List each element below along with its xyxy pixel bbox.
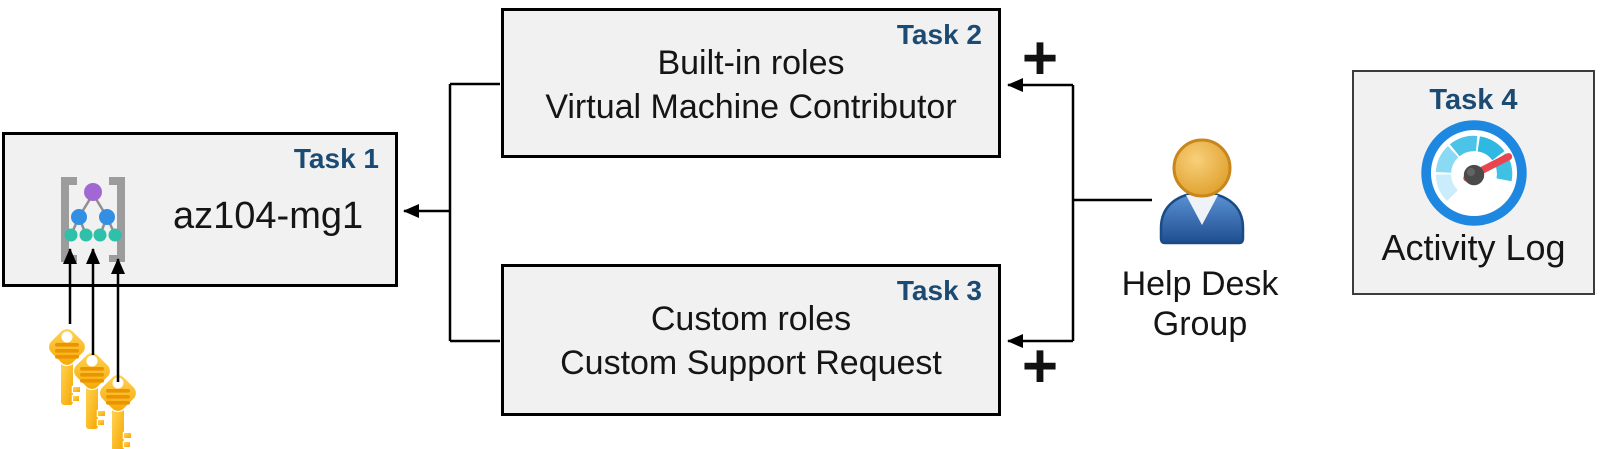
task1-label: az104-mg1 bbox=[173, 195, 364, 237]
help-desk-group-label-line1: Help Desk bbox=[1121, 265, 1279, 303]
task4-badge: Task 4 bbox=[1429, 84, 1518, 116]
plus-sign-task2: + bbox=[1021, 24, 1059, 93]
activity-log-gauge-icon bbox=[1420, 120, 1527, 226]
keys-icon bbox=[47, 327, 141, 449]
task3-line2: Custom Support Request bbox=[560, 344, 942, 382]
branch-left-connector bbox=[403, 82, 500, 343]
task2-line1: Built-in roles bbox=[657, 44, 845, 82]
task3-badge: Task 3 bbox=[896, 275, 982, 306]
task1-content: az104-mg1 bbox=[5, 135, 395, 284]
task1-box: Task 1 az104-mg1 bbox=[2, 132, 398, 287]
help-desk-group: Help Desk Group bbox=[1110, 138, 1290, 348]
task4-label: Activity Log bbox=[1381, 227, 1566, 268]
task2-line2: Virtual Machine Contributor bbox=[545, 88, 957, 126]
task3-line1: Custom roles bbox=[650, 300, 852, 338]
management-group-icon bbox=[61, 176, 125, 262]
task2-box: Task 2 Built-in roles Virtual Machine Co… bbox=[501, 8, 1001, 158]
task4-box: Task 4 Activity Log bbox=[1352, 70, 1595, 295]
task2-badge: Task 2 bbox=[896, 19, 982, 50]
task1-badge: Task 1 bbox=[293, 143, 379, 174]
help-desk-group-label-line2: Group bbox=[1152, 305, 1248, 343]
user-icon bbox=[1159, 138, 1245, 245]
task3-box: Task 3 Custom roles Custom Support Reque… bbox=[501, 264, 1001, 416]
plus-sign-task3: + bbox=[1021, 332, 1059, 401]
key-icon bbox=[47, 327, 87, 407]
